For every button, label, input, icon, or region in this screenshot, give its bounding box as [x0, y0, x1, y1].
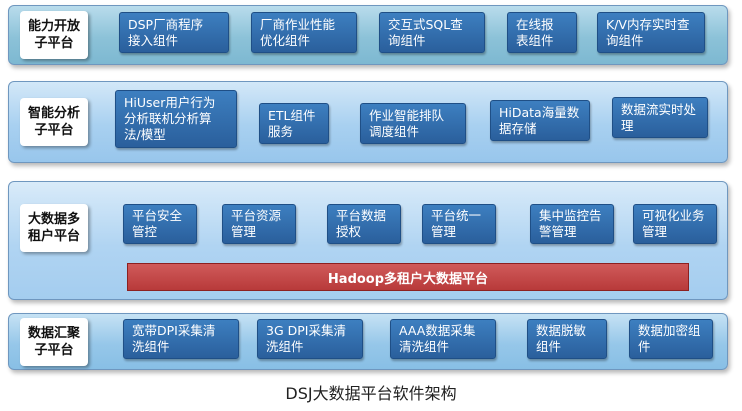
- intelligence-layer: 智能分析 子平台 HiUser用户行为 分析联机分析算 法/模型 ETL组件 服…: [8, 81, 728, 163]
- collection-item-desensitize: 数据脱敏 组件: [527, 319, 607, 359]
- capability-item-perf: 厂商作业性能 优化组件: [251, 12, 357, 53]
- hadoop-platform-bar: Hadoop多租户大数据平台: [127, 263, 689, 291]
- capability-item-kv: K/V内存实时查 询组件: [597, 12, 705, 53]
- collection-item-encrypt: 数据加密组 件: [629, 319, 713, 359]
- diagram-caption: DSJ大数据平台软件架构: [285, 384, 457, 403]
- collection-item-broadband-dpi: 宽带DPI采集清 洗组件: [123, 319, 239, 359]
- intelligence-item-hiuser: HiUser用户行为 分析联机分析算 法/模型: [115, 90, 237, 148]
- intelligence-item-hidata: HiData海量数 据存储: [490, 100, 590, 141]
- multitenant-item-monitor: 集中监控告 警管理: [530, 204, 614, 244]
- intelligence-item-etl: ETL组件 服务: [259, 103, 329, 144]
- collection-layer: 数据汇聚 子平台 宽带DPI采集清 洗组件 3G DPI采集清 洗组件 AAA数…: [8, 313, 728, 370]
- capability-item-sql: 交互式SQL查 询组件: [379, 12, 485, 53]
- collection-item-aaa: AAA数据采集 清洗组件: [390, 319, 496, 359]
- capability-layer-label: 能力开放 子平台: [20, 11, 88, 59]
- multitenant-item-auth: 平台数据 授权: [327, 204, 401, 244]
- multitenant-item-resource: 平台资源 管理: [222, 204, 296, 244]
- multitenant-item-unified: 平台统一 管理: [422, 204, 496, 244]
- collection-item-3g-dpi: 3G DPI采集清 洗组件: [257, 319, 363, 359]
- multitenant-item-security: 平台安全 管控: [123, 204, 197, 244]
- capability-item-dsp: DSP厂商程序 接入组件: [119, 12, 229, 53]
- multitenant-layer: 大数据多 租户平台 平台安全 管控 平台资源 管理 平台数据 授权 平台统一 管…: [8, 181, 728, 300]
- intelligence-layer-label: 智能分析 子平台: [20, 98, 88, 146]
- multitenant-item-visual: 可视化业务 管理: [633, 204, 717, 244]
- intelligence-item-scheduler: 作业智能排队 调度组件: [360, 103, 466, 144]
- collection-layer-label: 数据汇聚 子平台: [20, 318, 88, 366]
- capability-layer: 能力开放 子平台 DSP厂商程序 接入组件 厂商作业性能 优化组件 交互式SQL…: [8, 5, 728, 65]
- capability-item-report: 在线报 表组件: [507, 12, 577, 53]
- multitenant-layer-label: 大数据多 租户平台: [20, 204, 88, 252]
- intelligence-item-stream: 数据流实时处理: [612, 97, 708, 138]
